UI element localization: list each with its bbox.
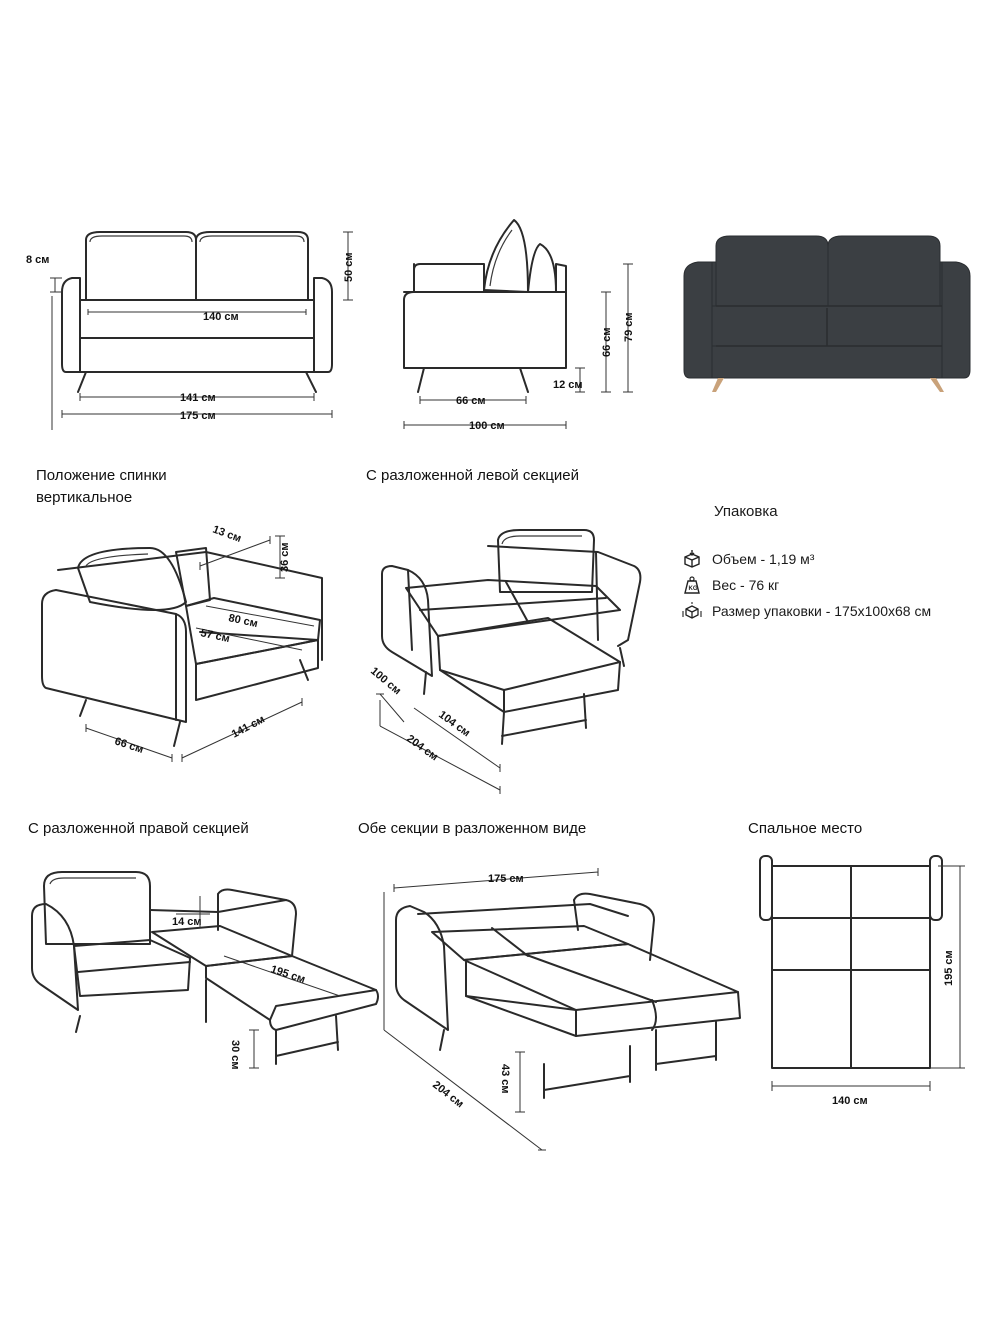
side-total-height-label: 79 см: [623, 312, 635, 342]
weight-kg-icon: KG: [684, 576, 700, 594]
packaging-item-size: Размер упаковки - 175x100x68 см: [682, 600, 931, 622]
side-total-depth-label: 100 см: [469, 420, 505, 432]
packaging-size-label: Размер упаковки - 175x100x68 см: [712, 603, 932, 619]
svg-text:KG: KG: [689, 586, 698, 592]
box-volume-icon: [684, 550, 700, 568]
side-seat-depth-label: 66 см: [456, 395, 486, 407]
packaging-weight-label: Вес - 76 кг: [712, 577, 780, 593]
front-inner-width-label: 141 см: [180, 392, 216, 404]
back-upright-title-line2: вертикальное: [36, 489, 133, 506]
side-leg-height-label: 12 см: [553, 379, 583, 391]
front-back-height-label: 50 см: [343, 252, 355, 282]
left-unfolded-title: С разложенной левой секцией: [366, 467, 580, 484]
packaging-item-volume: Объем - 1,19 м³: [682, 548, 931, 570]
both-unfolded-title: Обе секции в разложенном виде: [358, 820, 587, 837]
side-seat-height-label: 66 см: [601, 327, 613, 357]
right-height-label: 30 см: [229, 1040, 241, 1070]
right-unfolded-title: С разложенной правой секцией: [28, 820, 249, 837]
sleeping-length-label: 195 см: [943, 950, 955, 986]
front-seat-width-label: 140 см: [203, 311, 239, 323]
sleeping-width-label: 140 см: [832, 1095, 868, 1107]
packaging-item-weight: KG Вес - 76 кг: [682, 574, 931, 596]
back-upright-title: Положение спинки вертикальное: [36, 465, 167, 509]
sleeping-place-title: Спальное место: [748, 820, 863, 837]
packaging-title: Упаковка: [714, 503, 778, 520]
package-dimensions-icon: [682, 602, 702, 619]
front-arm-width-label: 8 см: [26, 254, 49, 266]
right-gap-label: 14 см: [172, 916, 202, 928]
front-total-width-label: 175 см: [180, 410, 216, 422]
both-height-label: 43 см: [499, 1064, 511, 1094]
both-width-label: 175 см: [488, 873, 524, 885]
packaging-list: Объем - 1,19 м³ KG Вес - 76 кг Размер уп…: [682, 548, 931, 622]
back-upright-title-line1: Положение спинки: [36, 467, 167, 484]
packaging-volume-label: Объем - 1,19 м³: [712, 551, 815, 567]
upright-back-height-label: 36 см: [279, 542, 291, 572]
